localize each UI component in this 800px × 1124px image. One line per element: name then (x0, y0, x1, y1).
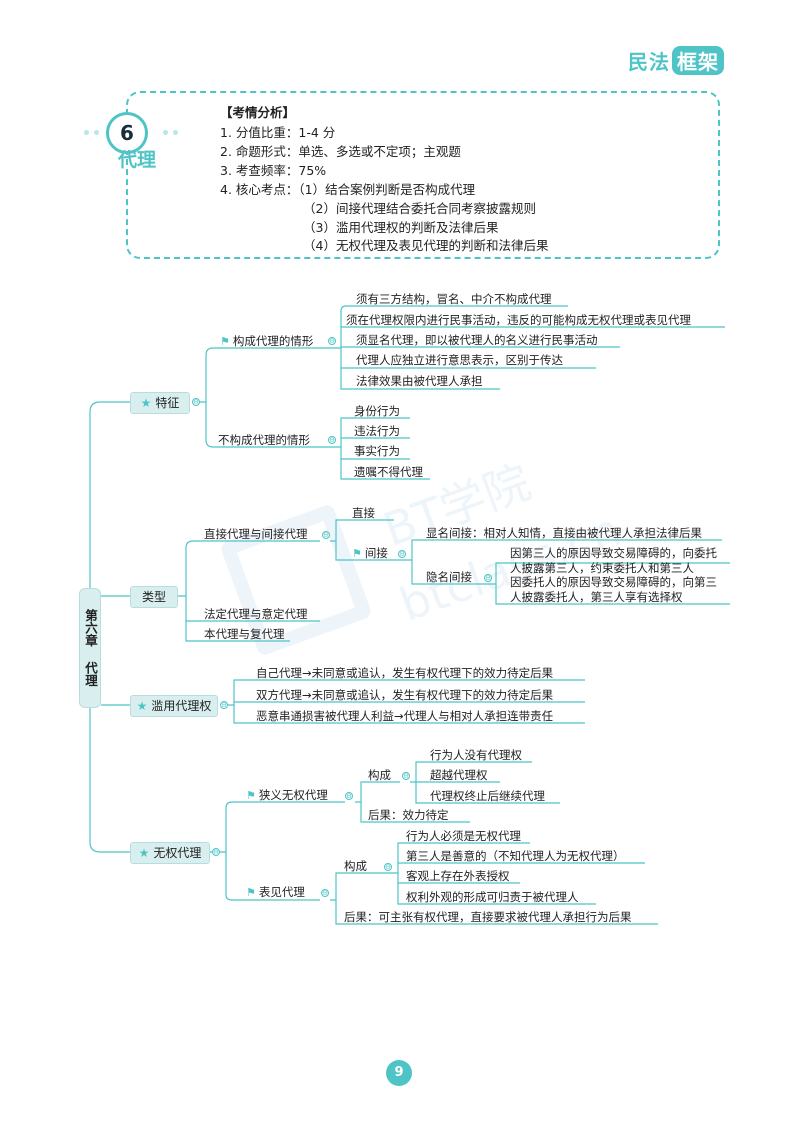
leaf-item: 因第三人的原因导致交易障碍的，向委托人披露第三人，约束委托人和第三人 (510, 546, 717, 575)
flag-icon: ⚑ (246, 886, 256, 899)
flag-icon: ⚑ (246, 789, 256, 802)
analysis-heading: 【考情分析】 (220, 105, 296, 120)
brand-left: 民法 (628, 50, 670, 74)
collapse-toggle-icon[interactable]: ⊖ (484, 574, 492, 582)
collapse-toggle-icon[interactable]: ⊖ (220, 701, 228, 709)
leaf-item: 法律效果由被代理人承担 (356, 374, 483, 388)
leaf-item: 代理人应独立进行意思表示，区别于传达 (356, 353, 563, 367)
analysis-subpoint: （2）间接代理结合委托合同考察披露规则 (303, 201, 536, 216)
leaf-item: 因委托人的原因导致交易障碍的，向第三人披露委托人，第三人享有选择权 (510, 575, 717, 604)
collapse-toggle-icon[interactable]: ⊖ (398, 550, 406, 558)
leaf-consequence: 后果：效力待定 (368, 808, 449, 822)
leaf-item: 权利外观的形成可归责于被代理人 (406, 890, 579, 904)
leaf-item: 行为人没有代理权 (430, 748, 522, 762)
analysis-box (126, 91, 720, 259)
branch-hidden-indirect[interactable]: 隐名间接 (426, 570, 472, 584)
leaf-item: 违法行为 (354, 424, 400, 438)
branch-direct-indirect[interactable]: 直接代理与间接代理 (204, 527, 308, 541)
leaf-named-indirect: 显名间接：相对人知情，直接由被代理人承担法律后果 (426, 526, 702, 540)
leaf-sub-agency: 本代理与复代理 (204, 627, 285, 641)
analysis-line: 4. 核心考点：（1）结合案例判断是否构成代理 (220, 182, 476, 197)
collapse-toggle-icon[interactable]: ⊖ (328, 337, 336, 345)
node-features-label: 特征 (155, 396, 180, 410)
node-unauthorized[interactable]: ★无权代理 (130, 842, 210, 864)
flag-icon: ⚑ (220, 335, 230, 348)
leaf-item: 须有三方结构，冒名、中介不构成代理 (356, 292, 552, 306)
node-abuse-label: 滥用代理权 (151, 699, 212, 713)
chapter-number: 6 (106, 112, 148, 154)
collapse-toggle-icon[interactable]: ⊖ (384, 863, 392, 871)
collapse-toggle-icon[interactable]: ⊖ (212, 848, 220, 856)
brand-right: 框架 (672, 46, 724, 75)
leaf-item: 行为人必须是无权代理 (406, 829, 521, 843)
star-icon: ★ (138, 846, 150, 860)
branch-label: 构成代理的情形 (232, 334, 314, 348)
branch-indirect[interactable]: ⚑间接 (352, 545, 388, 562)
leaf-item: 客观上存在外表授权 (406, 869, 510, 883)
collapse-toggle-icon[interactable]: ⊖ (321, 889, 329, 897)
collapse-toggle-icon[interactable]: ⊖ (192, 398, 200, 406)
branch-label: 间接 (364, 546, 388, 560)
node-abuse[interactable]: ★滥用代理权 (130, 695, 218, 717)
leaf-item: 身份行为 (354, 404, 400, 418)
leaf-item: 须显名代理，即以被代理人的名义进行民事活动 (356, 333, 598, 347)
mindmap-root[interactable]: 第六章 代理 (79, 588, 101, 708)
analysis-subpoint: （4）无权代理及表见代理的判断和法律后果 (303, 238, 549, 253)
leaf-legal-agreed: 法定代理与意定代理 (204, 607, 308, 621)
branch-label: 表见代理 (258, 885, 305, 899)
leaf-item: 恶意串通损害被代理人利益→代理人与相对人承担连带责任 (256, 709, 554, 723)
flag-icon: ⚑ (352, 547, 362, 560)
chapter-title: 代理 (118, 149, 157, 171)
analysis-line: 3. 考查频率：75% (220, 163, 327, 178)
leaf-item: 第三人是善意的（不知代理人为无权代理） (406, 849, 625, 863)
collapse-toggle-icon[interactable]: ⊖ (402, 772, 410, 780)
branch-apparent[interactable]: ⚑表见代理 (246, 884, 305, 901)
branch-not-constitutes[interactable]: 不构成代理的情形 (218, 433, 310, 447)
collapse-toggle-icon[interactable]: ⊖ (328, 436, 336, 444)
leaf-item: 须在代理权限内进行民事活动，违反的可能构成无权代理或表见代理 (346, 313, 691, 327)
branch-composition[interactable]: 构成 (368, 768, 391, 782)
leaf-item: 事实行为 (354, 444, 400, 458)
leaf-item: 代理权终止后继续代理 (430, 789, 545, 803)
collapse-toggle-icon[interactable]: ⊖ (345, 792, 353, 800)
branch-composition[interactable]: 构成 (344, 859, 367, 873)
analysis-line: 1. 分值比重：1-4 分 (220, 125, 336, 140)
leaf-consequence: 后果：可主张有权代理，直接要求被代理人承担行为后果 (344, 910, 632, 924)
analysis-subpoint: （3）滥用代理权的判断及法律后果 (303, 220, 499, 235)
page-number: 9 (386, 1060, 412, 1086)
star-icon: ★ (136, 699, 148, 713)
leaf-item: 双方代理→未同意或追认，发生有权代理下的效力待定后果 (256, 688, 554, 702)
branch-constitutes[interactable]: ⚑构成代理的情形 (220, 333, 313, 350)
node-features[interactable]: ★特征 (130, 392, 190, 414)
node-unauthorized-label: 无权代理 (153, 846, 202, 860)
branch-narrow[interactable]: ⚑狭义无权代理 (246, 787, 328, 804)
node-types[interactable]: 类型 (130, 586, 178, 608)
star-icon: ★ (140, 396, 152, 410)
collapse-toggle-icon[interactable]: ⊖ (322, 531, 330, 539)
leaf-direct: 直接 (352, 506, 375, 520)
leaf-item: 超越代理权 (430, 768, 488, 782)
brand-logo: 民法框架 (628, 46, 724, 75)
analysis-line: 2. 命题形式：单选、多选或不定项；主观题 (220, 144, 461, 159)
leaf-item: 自己代理→未同意或追认，发生有权代理下的效力待定后果 (256, 666, 554, 680)
branch-label: 狭义无权代理 (258, 788, 328, 802)
leaf-item: 遗嘱不得代理 (354, 465, 423, 479)
